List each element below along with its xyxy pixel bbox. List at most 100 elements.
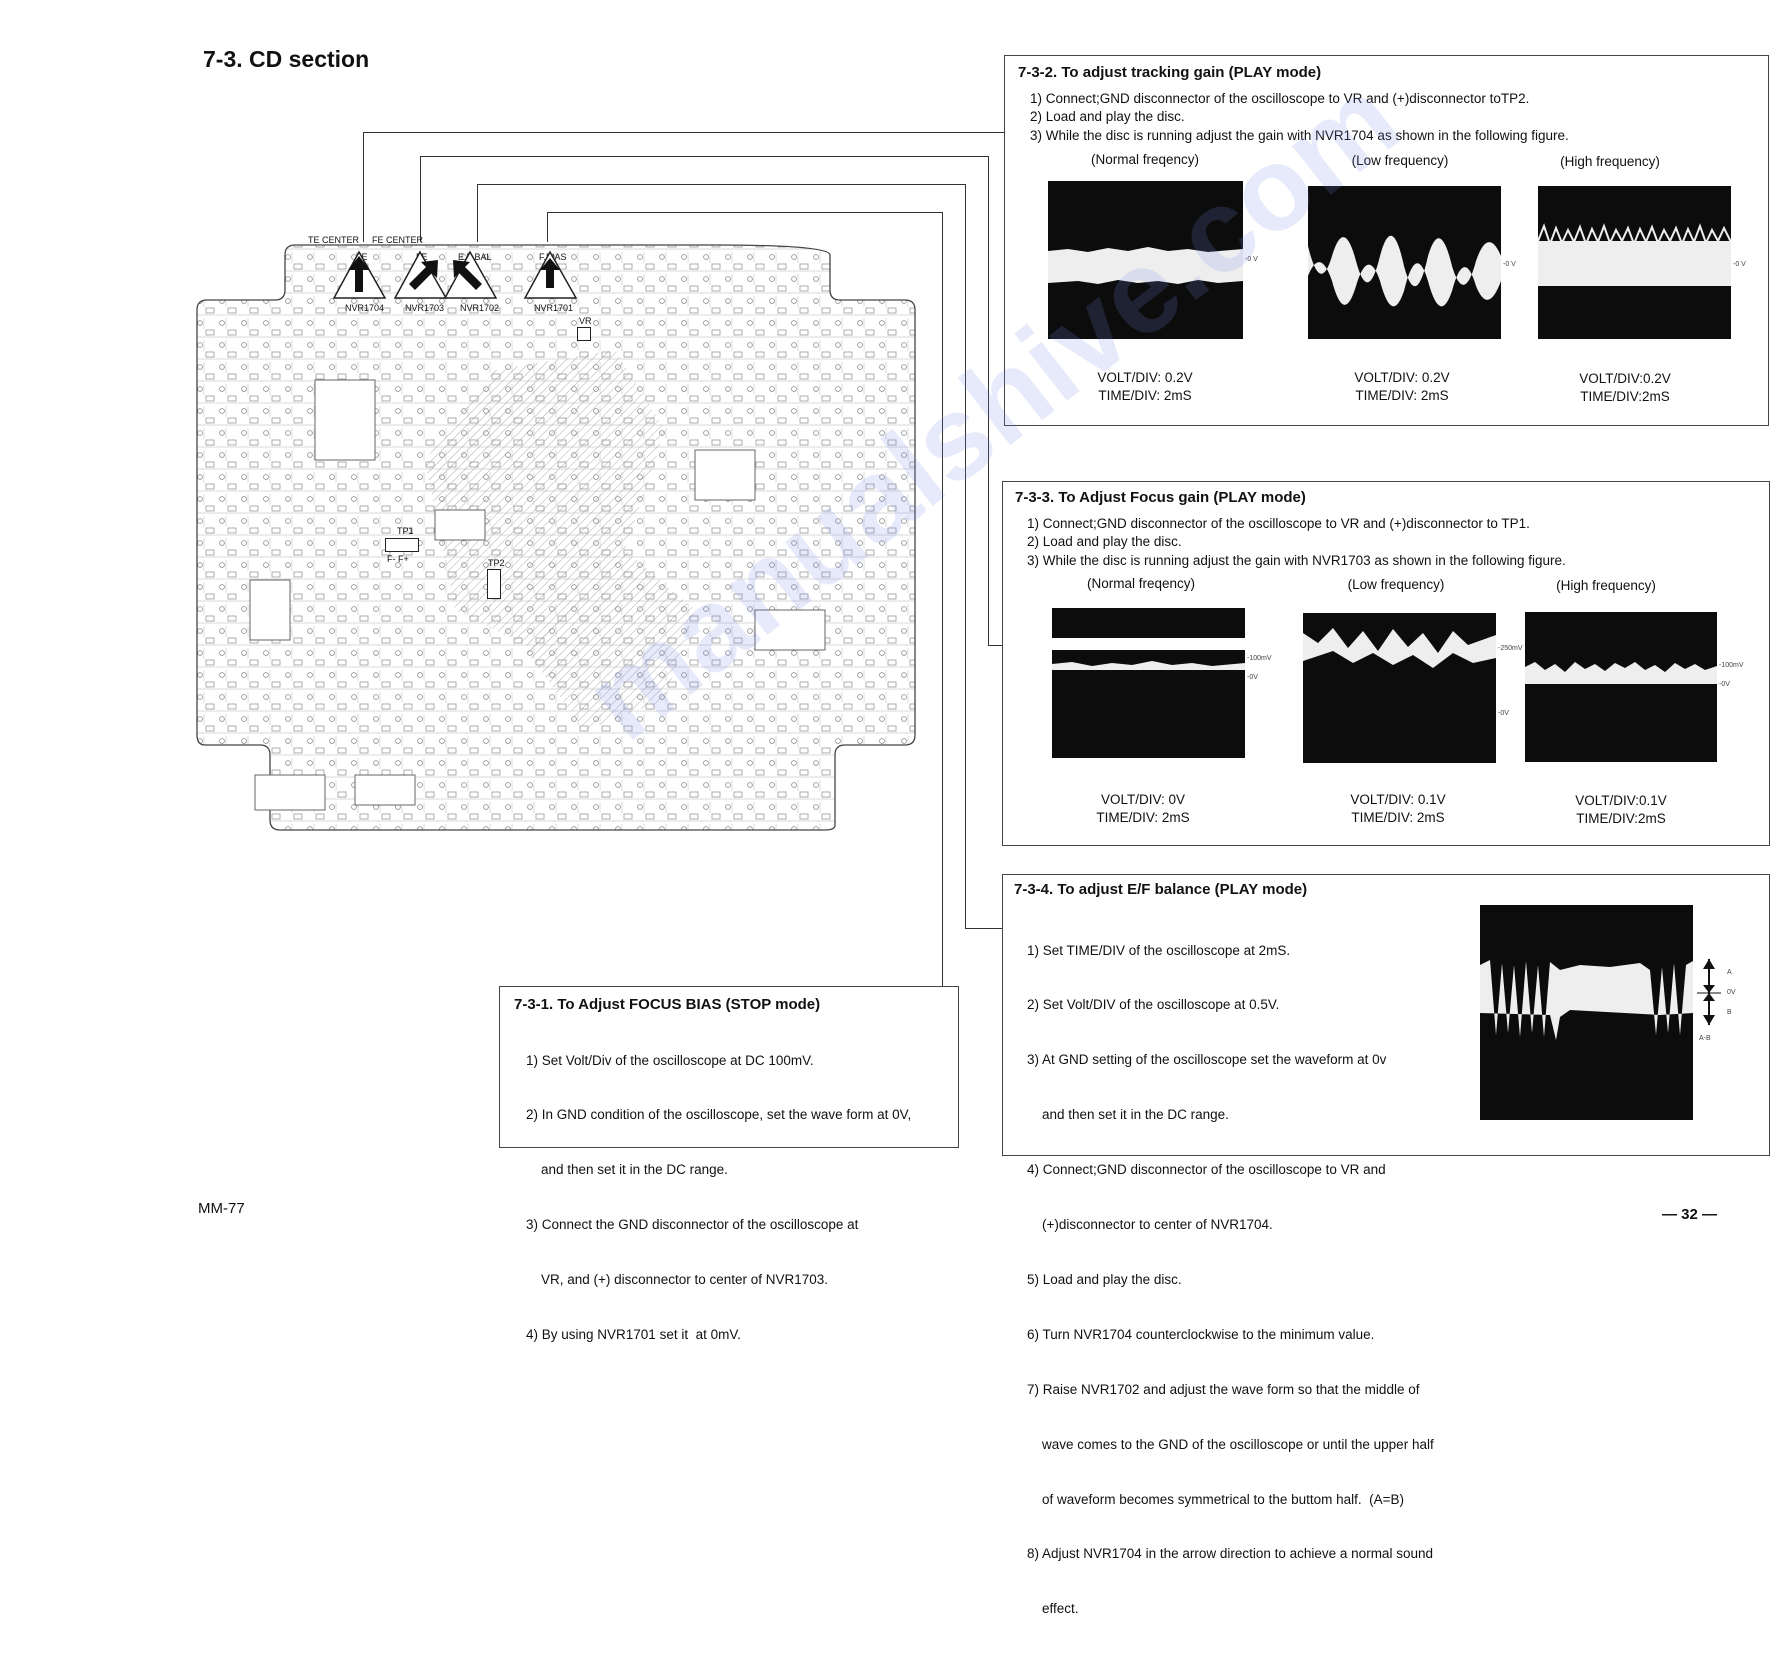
oscilloscope-trace-normal <box>1048 181 1243 339</box>
connector-line <box>965 184 966 929</box>
step: VR, and (+) disconnector to center of NV… <box>526 1272 829 1288</box>
step: 5) Load and play the disc. <box>1027 1271 1182 1287</box>
connector-line <box>547 212 548 242</box>
scope-marker: -100mV <box>1247 655 1272 662</box>
oscilloscope-trace-ef-balance <box>1480 905 1693 1120</box>
scope-marker: -100mV <box>1719 662 1744 669</box>
scope-marker: -0V <box>1719 681 1730 688</box>
fe-center-label: FE CENTER <box>372 235 424 245</box>
connector-line <box>547 212 942 213</box>
scope-label-normal: (Normal freqency) <box>1090 152 1200 167</box>
step: 3) Connect the GND disconnector of the o… <box>526 1217 859 1233</box>
step: 1) Set Volt/Div of the oscilloscope at D… <box>526 1052 814 1068</box>
connector-line <box>988 645 1002 646</box>
step: effect. <box>1027 1601 1079 1617</box>
oscilloscope-trace-low <box>1308 186 1501 339</box>
scope-label-high: (High frequency) <box>1556 578 1656 593</box>
pot-nvr1702 <box>443 248 498 300</box>
step: 2) Load and play the disc. <box>1027 534 1182 550</box>
connector-line <box>988 156 989 646</box>
step: 1) Connect;GND disconnector of the oscil… <box>1027 516 1530 531</box>
step: 2) Set Volt/DIV of the oscilloscope at 0… <box>1027 997 1280 1013</box>
step: 2) In GND condition of the oscilloscope,… <box>526 1107 912 1123</box>
pot-label-nvr1703: NVR1703 <box>405 303 445 313</box>
connector-line <box>420 156 421 242</box>
step: 4) Connect;GND disconnector of the oscil… <box>1027 1162 1386 1178</box>
section-heading: 7-3-2. To adjust tracking gain (PLAY mod… <box>1018 64 1322 81</box>
scope-label-low: (Low frequency) <box>1351 153 1449 168</box>
step: 3) While the disc is running adjust the … <box>1030 127 1569 143</box>
step: (+)disconnector to center of NVR1704. <box>1027 1217 1273 1233</box>
tp1-testpoint <box>385 538 419 552</box>
connector-line <box>942 212 943 987</box>
step: wave comes to the GND of the oscilloscop… <box>1027 1436 1434 1452</box>
step: 7) Raise NVR1702 and adjust the wave for… <box>1027 1381 1420 1397</box>
scope-marker: -0 V <box>1503 261 1516 268</box>
oscilloscope-trace-normal <box>1052 608 1245 758</box>
pot-label-nvr1701: NVR1701 <box>534 303 574 313</box>
scope-marker-a-b: A-B <box>1699 1035 1711 1042</box>
scope-label-high: (High frequency) <box>1560 154 1660 169</box>
section-tracking-gain: 7-3-2. To adjust tracking gain (PLAY mod… <box>1004 55 1769 426</box>
step: and then set it in the DC range. <box>526 1162 728 1178</box>
pot-label-nvr1702: NVR1702 <box>460 303 500 313</box>
scope-label-normal: (Normal freqency) <box>1086 576 1196 591</box>
step: 1) Connect;GND disconnector of the oscil… <box>1030 91 1530 106</box>
pcb-board-diagram <box>195 230 920 835</box>
tp2-testpoint <box>487 569 501 599</box>
section-focus-gain: 7-3-3. To Adjust Focus gain (PLAY mode) … <box>1002 481 1770 846</box>
step: of waveform becomes symmetrical to the b… <box>1027 1491 1405 1507</box>
connector-line <box>420 156 988 157</box>
a-b-arrows <box>1695 957 1723 1027</box>
section-heading: 7-3-3. To Adjust Focus gain (PLAY mode) <box>1015 489 1306 506</box>
step: 1) Set TIME/DIV of the oscilloscope at 2… <box>1027 942 1291 958</box>
section-ef-balance: 7-3-4. To adjust E/F balance (PLAY mode)… <box>1002 874 1770 1616</box>
oscilloscope-trace-low <box>1303 613 1496 763</box>
vr-label: VR <box>579 316 592 326</box>
connector-line <box>965 928 1002 929</box>
connector-line <box>363 132 1006 133</box>
scope-marker-b: B <box>1727 1009 1732 1016</box>
scope-marker: -0 V <box>1733 261 1746 268</box>
step: 6) Turn NVR1704 counterclockwise to the … <box>1027 1326 1375 1342</box>
step: 3) At GND setting of the oscilloscope se… <box>1027 1052 1387 1068</box>
step: 4) By using NVR1701 set it at 0mV. <box>526 1327 741 1343</box>
tp1-label: TP1 <box>397 526 414 536</box>
scope-marker: -250mV <box>1498 645 1523 652</box>
scope-marker: -0V <box>1498 710 1509 717</box>
step: 2) Load and play the disc. <box>1030 109 1185 125</box>
pot-nvr1701 <box>523 248 578 300</box>
page-title: 7-3. CD section <box>203 46 370 72</box>
oscilloscope-trace-high <box>1538 186 1731 339</box>
section-heading: 7-3-4. To adjust E/F balance (PLAY mode) <box>1014 881 1308 898</box>
pot-nvr1704 <box>332 248 387 300</box>
scope-label-low: (Low frequency) <box>1347 577 1445 592</box>
tp2-label: TP2 <box>488 558 505 568</box>
tp1-polarity: F- F+ <box>387 554 409 564</box>
model-number: MM-77 <box>198 1200 245 1217</box>
connector-line <box>477 184 965 185</box>
section-focus-bias: 7-3-1. To Adjust FOCUS BIAS (STOP mode) … <box>499 986 959 1342</box>
section-heading: 7-3-1. To Adjust FOCUS BIAS (STOP mode) <box>514 996 821 1013</box>
pot-nvr1703 <box>393 248 448 300</box>
step: and then set it in the DC range. <box>1027 1107 1229 1123</box>
pot-label-nvr1704: NVR1704 <box>345 303 385 313</box>
scope-marker: -0V <box>1247 674 1258 681</box>
step: 8) Adjust NVR1704 in the arrow direction… <box>1027 1546 1433 1562</box>
oscilloscope-trace-high <box>1525 612 1717 762</box>
scope-marker-0v: 0V <box>1727 989 1736 996</box>
page-number: — 32 — <box>1662 1206 1718 1223</box>
te-center-label: TE CENTER <box>308 235 360 245</box>
scope-marker: -0 V <box>1245 256 1258 263</box>
connector-line <box>477 184 478 242</box>
connector-line <box>363 132 364 242</box>
ef-bal-label: E.F BAL <box>458 252 492 262</box>
scope-marker-a: A <box>1727 969 1732 976</box>
step: 3) While the disc is running adjust the … <box>1027 552 1566 568</box>
